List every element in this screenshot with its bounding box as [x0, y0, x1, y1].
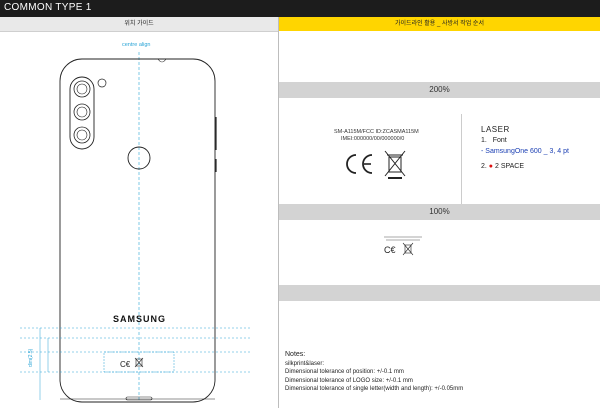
svg-text:C€: C€	[120, 360, 131, 369]
laser-item2-label: 2 SPACE	[494, 163, 525, 170]
page-title: COMMON TYPE 1	[4, 2, 92, 13]
ce-weee-marks-200	[346, 150, 406, 179]
phone-back-drawing: C€	[20, 52, 250, 403]
model-text-line2: IMEI:000000/00/000000/0	[341, 136, 405, 142]
position-guide-panel: 위치 가이드 C€ centre	[0, 17, 279, 408]
regulatory-marks-100: C€	[384, 236, 422, 256]
guideline-header: 가이드라인 활용 _ 사방서 작업 순서	[279, 17, 600, 31]
laser-spec: LASER 1. Font - SamsungOne 600 _ 3, 4 pt…	[481, 124, 569, 172]
samsung-logo: SAMSUNG	[113, 314, 167, 324]
weee-bin-icon	[384, 150, 406, 179]
top-bar: COMMON TYPE 1	[0, 0, 600, 17]
band-empty	[279, 285, 600, 301]
position-guide-header: 위치 가이드	[0, 17, 278, 32]
weee-bin-small-icon	[402, 242, 414, 256]
notes-line: Dimensional tolerance of LOGO size: +/-0…	[285, 377, 413, 384]
notes-line: silkprint&laser:	[285, 360, 325, 367]
dimension-label: dim(2.5)	[28, 348, 34, 367]
laser-font-spec: - SamsungOne 600 _ 3, 4 pt	[481, 148, 569, 155]
divider	[461, 114, 462, 204]
svg-text:C€: C€	[384, 245, 396, 255]
laser-item2-number: 2.	[481, 163, 487, 170]
ce-mark-small-icon: C€	[384, 245, 396, 255]
notes-line: Dimensional tolerance of single letter(w…	[285, 386, 464, 392]
notes-block: Notes: silkprint&laser: Dimensional tole…	[285, 351, 463, 394]
notes-title: Notes:	[285, 351, 306, 358]
centre-align-label: centre align	[122, 42, 151, 48]
laser-title: LASER	[481, 125, 510, 134]
laser-item1-number: 1.	[481, 137, 487, 144]
laser-item1-label: Font	[492, 137, 507, 144]
ce-mark-icon	[346, 154, 373, 174]
band-200: 200%	[279, 82, 600, 98]
laser-item2-marker: ●	[488, 163, 494, 170]
guideline-panel: 가이드라인 활용 _ 사방서 작업 순서 200% SM-A115M/FCC I…	[279, 17, 600, 408]
notes-line: Dimensional tolerance of position: +/-0.…	[285, 369, 404, 375]
band-100: 100%	[279, 204, 600, 220]
model-text-line1: SM-A115M/FCC ID:ZCASMA115M	[334, 129, 419, 135]
